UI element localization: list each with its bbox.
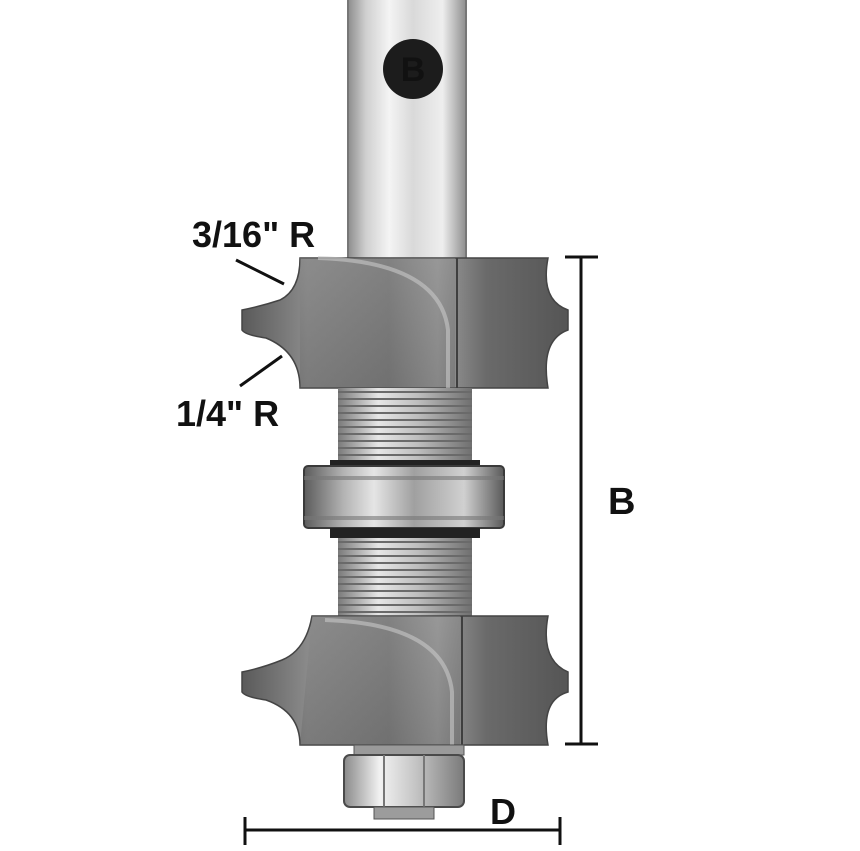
badge-letter: B bbox=[401, 51, 426, 89]
bearing bbox=[303, 460, 505, 538]
radius-leaders bbox=[235, 258, 285, 388]
lower-thread bbox=[338, 538, 472, 616]
height-dimension bbox=[565, 255, 598, 746]
height-dimension-label: B bbox=[608, 481, 635, 523]
nut bbox=[343, 744, 465, 820]
diameter-dimension bbox=[243, 817, 562, 845]
radius-top-label: 3/16" R bbox=[192, 214, 315, 255]
upper-cutter bbox=[241, 256, 569, 389]
upper-thread bbox=[338, 388, 472, 460]
badge-icon: B bbox=[383, 39, 443, 99]
radius-bottom-label: 1/4" R bbox=[176, 393, 279, 434]
diameter-dimension-label: D bbox=[490, 791, 516, 832]
lower-cutter bbox=[241, 615, 569, 746]
